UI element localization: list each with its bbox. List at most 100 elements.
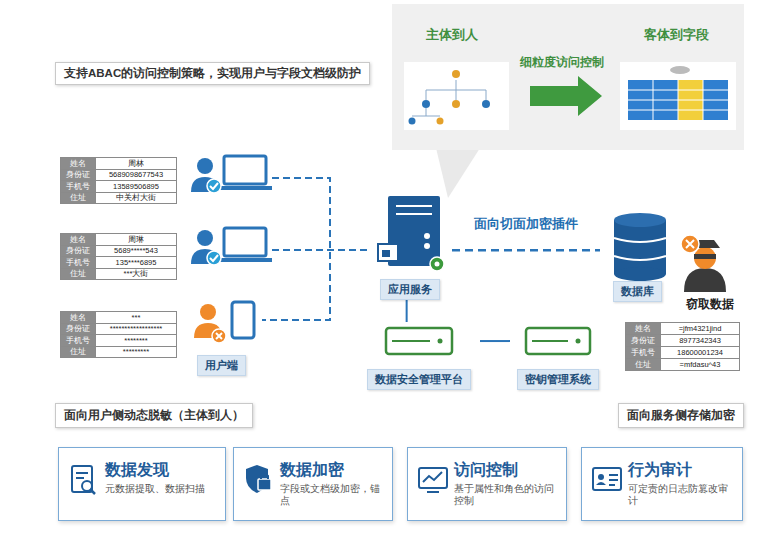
circle-shape: [435, 262, 440, 267]
rect-shape: [419, 468, 447, 488]
rect-shape: [72, 466, 92, 492]
field-table: [620, 62, 736, 130]
path-shape: [392, 340, 430, 342]
user-icon: [191, 156, 272, 193]
callout-pointer: [436, 148, 480, 198]
panel-text: 客体到字段: [644, 26, 709, 44]
table-cell: 中关村大街: [95, 192, 177, 205]
green-arrow: [530, 76, 602, 116]
polygon-shape: [436, 148, 480, 198]
feature-title: 访问控制: [454, 460, 518, 481]
feature-desc: 基于属性和角色的访问控制: [454, 483, 560, 507]
table-cell: 住址: [60, 268, 96, 281]
feature-card: 数据加密字段或文档级加密，锚点: [233, 447, 393, 521]
feature-title: 数据发现: [105, 460, 169, 481]
component-node: 密钥管理系统: [510, 322, 606, 390]
rect-shape: [378, 244, 398, 261]
circle-shape: [424, 233, 430, 239]
feature-icon: [417, 462, 449, 496]
rect-shape: [386, 328, 452, 354]
edge-label: 面向切面加密插件: [471, 215, 581, 233]
caption-text: 面向服务侧存储加密: [627, 408, 735, 422]
rect-shape: [694, 254, 716, 259]
circle-shape: [197, 230, 213, 246]
path-shape: [427, 491, 439, 493]
circle-shape: [200, 304, 216, 320]
circle-shape: [424, 243, 430, 249]
path-shape: [218, 258, 272, 262]
panel-text: 细粒度访问控制: [520, 54, 604, 71]
table-cell: ***大街: [95, 268, 177, 281]
circle-shape: [452, 100, 460, 108]
platform-server: [386, 328, 452, 354]
server-tower: [378, 196, 444, 271]
table-cell: 住址: [625, 358, 661, 371]
connector: [480, 340, 510, 342]
caption-box: 面向用户侧动态脱敏（主体到人）: [55, 403, 253, 428]
rect-shape: [224, 156, 266, 184]
org-chart: [404, 62, 509, 130]
component-node: 应用服务: [368, 192, 452, 300]
key-server: [526, 328, 590, 354]
circle-shape: [430, 257, 444, 271]
label-holder: 用户端: [190, 355, 252, 376]
circle-shape: [197, 158, 213, 174]
caption-box: 面向服务侧存储加密: [618, 403, 744, 428]
rect-shape: [404, 62, 509, 130]
path-shape: [272, 249, 370, 251]
circle-shape: [452, 70, 460, 78]
component-label: 数据安全管理平台: [367, 369, 471, 390]
path-shape: [261, 474, 268, 479]
rect-shape: [628, 80, 728, 120]
caption-text: 面向用户侧动态脱敏（主体到人）: [64, 408, 244, 422]
path-shape: [684, 268, 726, 292]
user-icon: [191, 228, 272, 265]
rect-shape: [382, 250, 390, 257]
circle-shape: [482, 100, 490, 108]
circle-shape: [409, 118, 416, 125]
path-shape: [532, 340, 568, 342]
caption-text: 支持ABAC的访问控制策略，实现用户与字段文档级防护: [64, 67, 361, 79]
path-shape: [596, 482, 606, 485]
circle-shape: [422, 100, 430, 108]
feature-title: 行为审计: [628, 460, 692, 481]
rect-shape: [593, 468, 621, 490]
callout-panel: 主体到人细粒度访问控制 客体到字段: [392, 4, 744, 150]
component-node: 数据安全管理平台: [358, 322, 480, 390]
path-shape: [210, 255, 218, 261]
path-shape: [628, 80, 728, 120]
panel-art: [392, 4, 744, 150]
circle-shape: [576, 339, 581, 344]
path-shape: [210, 183, 218, 189]
panel-text: 主体到人: [426, 26, 478, 44]
component-label: 数据库: [613, 281, 662, 302]
feature-icon: [68, 462, 100, 496]
feature-desc: 可定责的日志防篡改审计: [628, 483, 736, 507]
path-shape: [396, 206, 432, 214]
path-shape: [614, 238, 666, 260]
blocked-user-icon: [194, 302, 254, 343]
path-shape: [412, 80, 486, 116]
path-shape: [686, 240, 694, 248]
feature-card: 行为审计可定责的日志防篡改审计: [581, 447, 743, 521]
path-shape: [218, 186, 272, 190]
rect-shape: [620, 62, 736, 130]
circle-shape: [207, 251, 221, 265]
label-holder: 数据安全管理平台: [358, 369, 480, 390]
path-shape: [423, 472, 442, 482]
rect-shape: [526, 328, 590, 354]
feature-card: 数据发现元数据提取、数据扫描: [58, 447, 226, 521]
note-label: 窃取数据: [686, 296, 734, 313]
user-links: [262, 178, 370, 320]
ellipse-shape: [614, 213, 666, 227]
polygon-shape: [530, 76, 602, 116]
path-shape: [76, 473, 88, 478]
caption-box: 支持ABAC的访问控制策略，实现用户与字段文档级防护: [55, 62, 370, 85]
rect-shape: [232, 302, 254, 338]
component-label: 密钥管理系统: [517, 369, 599, 390]
hacker-icon: [681, 235, 726, 292]
component-node: 数据库: [600, 208, 674, 302]
table-cell: 住址: [60, 346, 96, 359]
table-cell: *********: [95, 346, 177, 359]
